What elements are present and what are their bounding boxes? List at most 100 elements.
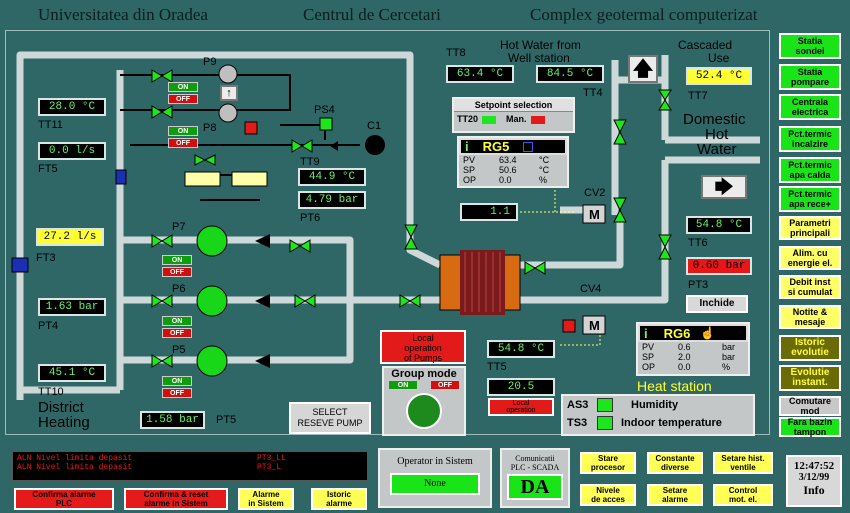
operator-panel: Operator in Sistem None (378, 448, 492, 508)
man-label: Man. (506, 114, 527, 124)
p8-off-button[interactable]: OFF (168, 138, 198, 148)
sidebar-item-9[interactable]: Notite &mesaje (779, 305, 841, 329)
comm-panel: Comunicatii PLC - SCADA DA (500, 448, 570, 508)
p9-label: P9 (203, 56, 217, 68)
p5-on-button[interactable]: ON (162, 376, 192, 386)
ts3-label: TS3 (567, 417, 588, 429)
group-on-button[interactable]: ON (388, 380, 418, 390)
cv4-label: CV4 (580, 283, 602, 295)
valve-hysteresis-button[interactable]: Setare hist.ventile (713, 452, 773, 474)
man-toggle[interactable] (530, 116, 545, 124)
p9-on-button[interactable]: ON (168, 82, 198, 92)
select-reserve-pump-button[interactable]: SELECT RESEVE PUMP (289, 402, 371, 434)
domestic-label-2: Hot (705, 126, 729, 143)
rg5-square-icon (523, 141, 534, 152)
tt5-label: TT5 (487, 361, 507, 373)
p7-on-button[interactable]: ON (162, 255, 192, 265)
tt7-label: TT7 (688, 90, 708, 102)
heat-station-label: Heat station (637, 378, 712, 394)
inchide-button[interactable]: Inchide (686, 295, 748, 313)
hot-water-label-1: Hot Water from (500, 38, 581, 52)
tt5-display: 54.8 °C (487, 340, 555, 358)
setpoint-options: TT20 Man. (454, 112, 573, 126)
rg6-info-icon: i (644, 325, 648, 341)
pt6-label: PT6 (300, 212, 321, 224)
tt9-display: 44.9 °C (298, 168, 366, 186)
local-operation-button[interactable]: Local operation (488, 398, 554, 416)
domestic-label-3: Water (697, 141, 737, 158)
group-mode-panel: Group mode ON OFF (382, 366, 466, 436)
right-arrow-icon[interactable]: 🡆 (701, 175, 747, 199)
center-title: Centrul de Cercetari (303, 5, 441, 24)
p8-on-button[interactable]: ON (168, 126, 198, 136)
p5-off-button[interactable]: OFF (162, 388, 192, 398)
p9-up-arrow-icon[interactable]: ↑ (220, 85, 238, 101)
clock-panel[interactable]: 12:47:52 3/12/99 Info (786, 455, 842, 507)
tt20-label: TT20 (457, 114, 479, 124)
pt3-display: 0.60 bar (686, 257, 752, 275)
heat-exchanger (439, 250, 521, 315)
setpoint-panel: Setpoint selection TT20 Man. (452, 97, 575, 133)
group-mode-knob-icon[interactable] (406, 393, 442, 429)
p9-off-button[interactable]: OFF (168, 94, 198, 104)
district-label-2: Heating (38, 414, 90, 431)
p6-off-button[interactable]: OFF (162, 328, 192, 338)
group-off-button[interactable]: OFF (430, 380, 460, 390)
p5-label: P5 (172, 344, 186, 356)
p6-on-button[interactable]: ON (162, 316, 192, 326)
university-title: Universitatea din Oradea (38, 5, 208, 24)
tt20-toggle[interactable] (482, 116, 497, 124)
tt7-display: 52.4 °C (686, 67, 752, 85)
up-arrow-icon[interactable]: 🡅 (628, 55, 658, 83)
tt10-label: TT10 (38, 386, 64, 398)
p7-off-button[interactable]: OFF (162, 267, 192, 277)
cv2-display: 1.1 (460, 203, 518, 221)
ft3-label: FT3 (36, 252, 56, 264)
cascaded-label-2: Use (708, 51, 730, 65)
pt6-display: 4.79 bar (298, 191, 366, 209)
tt8-label: TT8 (446, 47, 466, 59)
ft3-display: 27.2 l/s (36, 228, 104, 246)
svg-text:M: M (589, 207, 600, 222)
operator-value[interactable]: None (390, 473, 480, 495)
rg5-name: RG5 (482, 139, 510, 154)
local-operation-pumps-button[interactable]: Local operation of Pumps (380, 330, 466, 364)
pt4-display: 1.63 bar (38, 298, 106, 316)
indoor-temperature-label: Indoor temperature (621, 417, 722, 429)
c1-label: C1 (367, 120, 382, 132)
tt11-display: 28.0 °C (38, 98, 106, 116)
info-button[interactable]: Info (803, 483, 825, 497)
group-mode-title: Group mode (391, 368, 457, 380)
district-label-1: District (38, 399, 84, 416)
